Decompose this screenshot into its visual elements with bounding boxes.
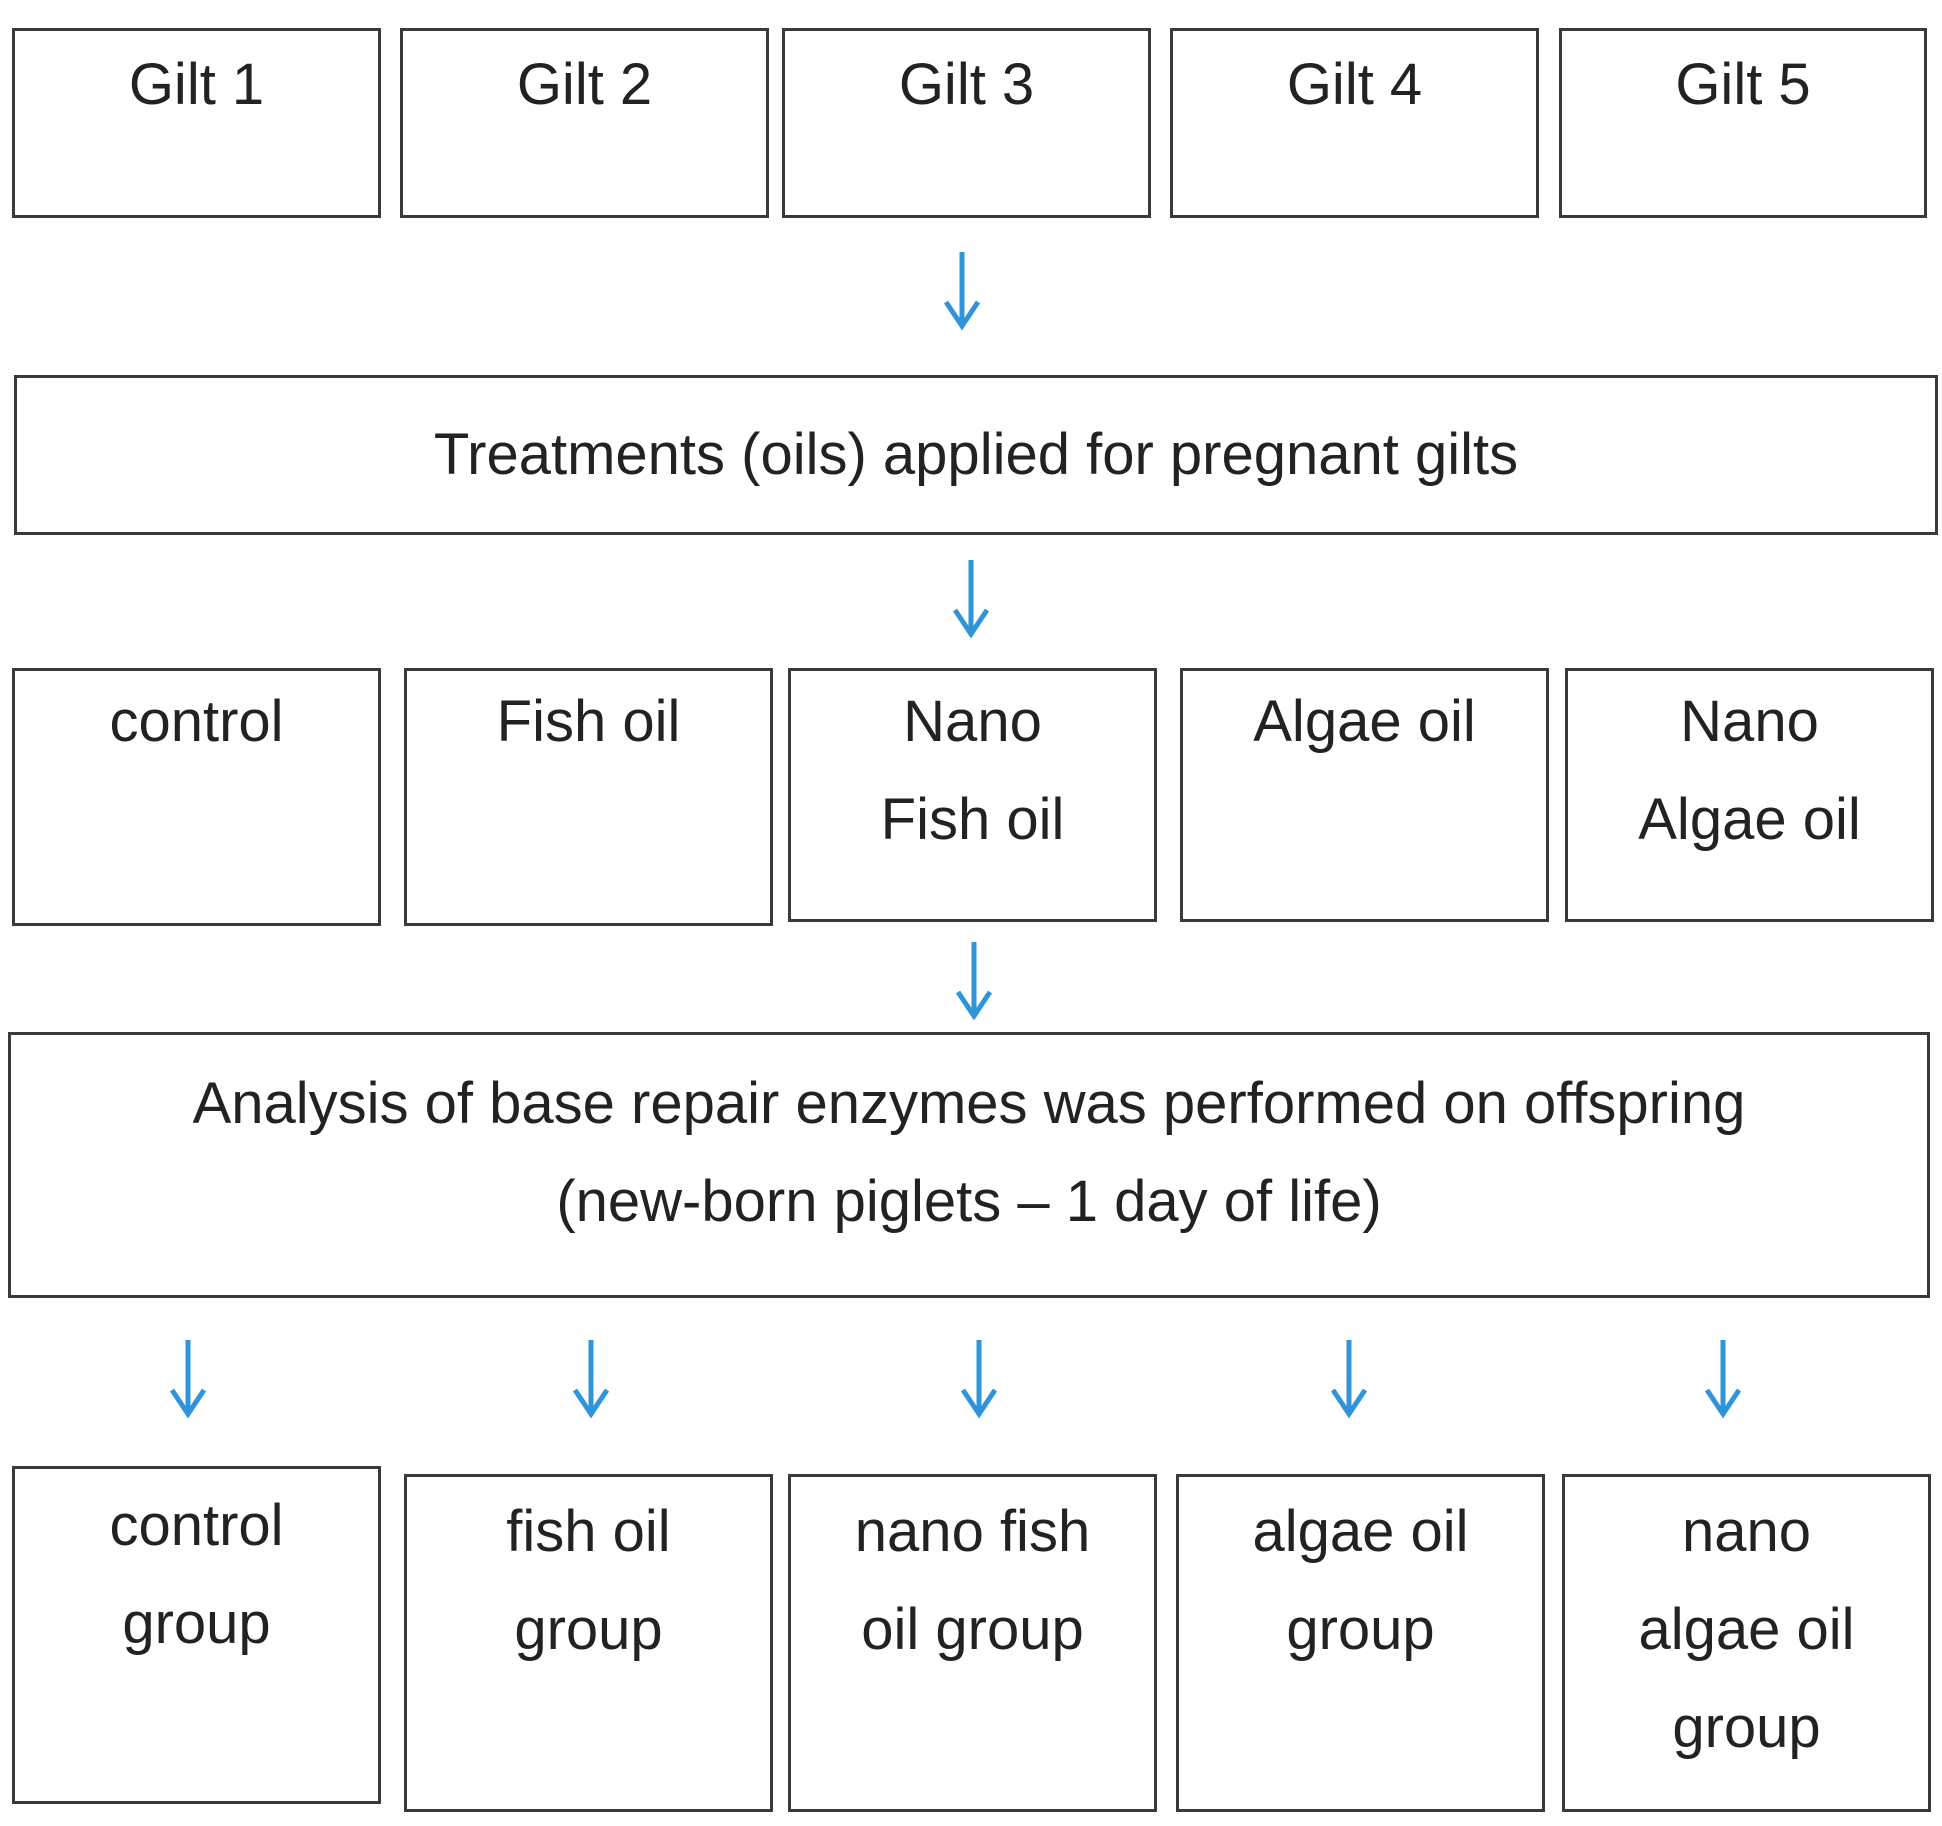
- group-line: nano: [1681, 1499, 1812, 1564]
- group-line: oil group: [861, 1597, 1084, 1662]
- treatment-line: Nano: [903, 689, 1042, 754]
- analysis-box: Analysis of base repair enzymes was perf…: [8, 1032, 1930, 1298]
- gilt-5-box: Gilt 5: [1559, 28, 1927, 218]
- treatment-line: Algae oil: [1253, 689, 1476, 754]
- group-line: algae oil: [1252, 1499, 1469, 1564]
- group-line: nano fish: [854, 1499, 1091, 1564]
- group-line: group: [1286, 1597, 1435, 1662]
- analysis-line-2: (new-born piglets – 1 day of life): [556, 1169, 1382, 1234]
- down-arrow-icon: [1703, 1338, 1743, 1418]
- treatment-line: Fish oil: [880, 787, 1065, 852]
- group-nano-fish-oil-box: nano fish oil group: [788, 1474, 1157, 1812]
- gilt-3-label: Gilt 3: [898, 52, 1035, 117]
- treatment-nano-fish-oil-box: Nano Fish oil: [788, 668, 1157, 922]
- group-line: fish oil: [506, 1499, 671, 1564]
- group-fish-oil-box: fish oil group: [404, 1474, 773, 1812]
- down-arrow-icon: [1329, 1338, 1369, 1418]
- treatment-line: Nano: [1680, 689, 1819, 754]
- group-line: control: [109, 1493, 284, 1558]
- treatments-box: Treatments (oils) applied for pregnant g…: [14, 375, 1938, 535]
- gilt-1-box: Gilt 1: [12, 28, 381, 218]
- down-arrow-icon: [168, 1338, 208, 1418]
- gilt-2-label: Gilt 2: [516, 52, 653, 117]
- gilt-1-label: Gilt 1: [128, 52, 265, 117]
- gilt-3-box: Gilt 3: [782, 28, 1151, 218]
- down-arrow-icon: [951, 558, 991, 638]
- treatments-text: Treatments (oils) applied for pregnant g…: [433, 422, 1519, 487]
- group-line: group: [514, 1597, 663, 1662]
- treatment-line: control: [109, 689, 284, 754]
- group-line: group: [1672, 1695, 1821, 1760]
- group-control-box: control group: [12, 1466, 381, 1804]
- treatment-fish-oil-box: Fish oil: [404, 668, 773, 926]
- group-algae-oil-box: algae oil group: [1176, 1474, 1545, 1812]
- treatment-nano-algae-oil-box: Nano Algae oil: [1565, 668, 1934, 922]
- treatment-algae-oil-box: Algae oil: [1180, 668, 1549, 922]
- group-nano-algae-oil-box: nano algae oil group: [1562, 1474, 1931, 1812]
- gilt-4-label: Gilt 4: [1286, 52, 1423, 117]
- down-arrow-icon: [571, 1338, 611, 1418]
- gilt-2-box: Gilt 2: [400, 28, 769, 218]
- group-line: group: [122, 1591, 271, 1656]
- down-arrow-icon: [942, 250, 982, 330]
- gilt-5-label: Gilt 5: [1675, 52, 1811, 117]
- treatment-control-box: control: [12, 668, 381, 926]
- gilt-4-box: Gilt 4: [1170, 28, 1539, 218]
- group-line: algae oil: [1638, 1597, 1855, 1662]
- down-arrow-icon: [954, 940, 994, 1020]
- treatment-line: Algae oil: [1638, 787, 1861, 852]
- analysis-line-1: Analysis of base repair enzymes was perf…: [192, 1071, 1746, 1136]
- treatment-line: Fish oil: [496, 689, 681, 754]
- down-arrow-icon: [959, 1338, 999, 1418]
